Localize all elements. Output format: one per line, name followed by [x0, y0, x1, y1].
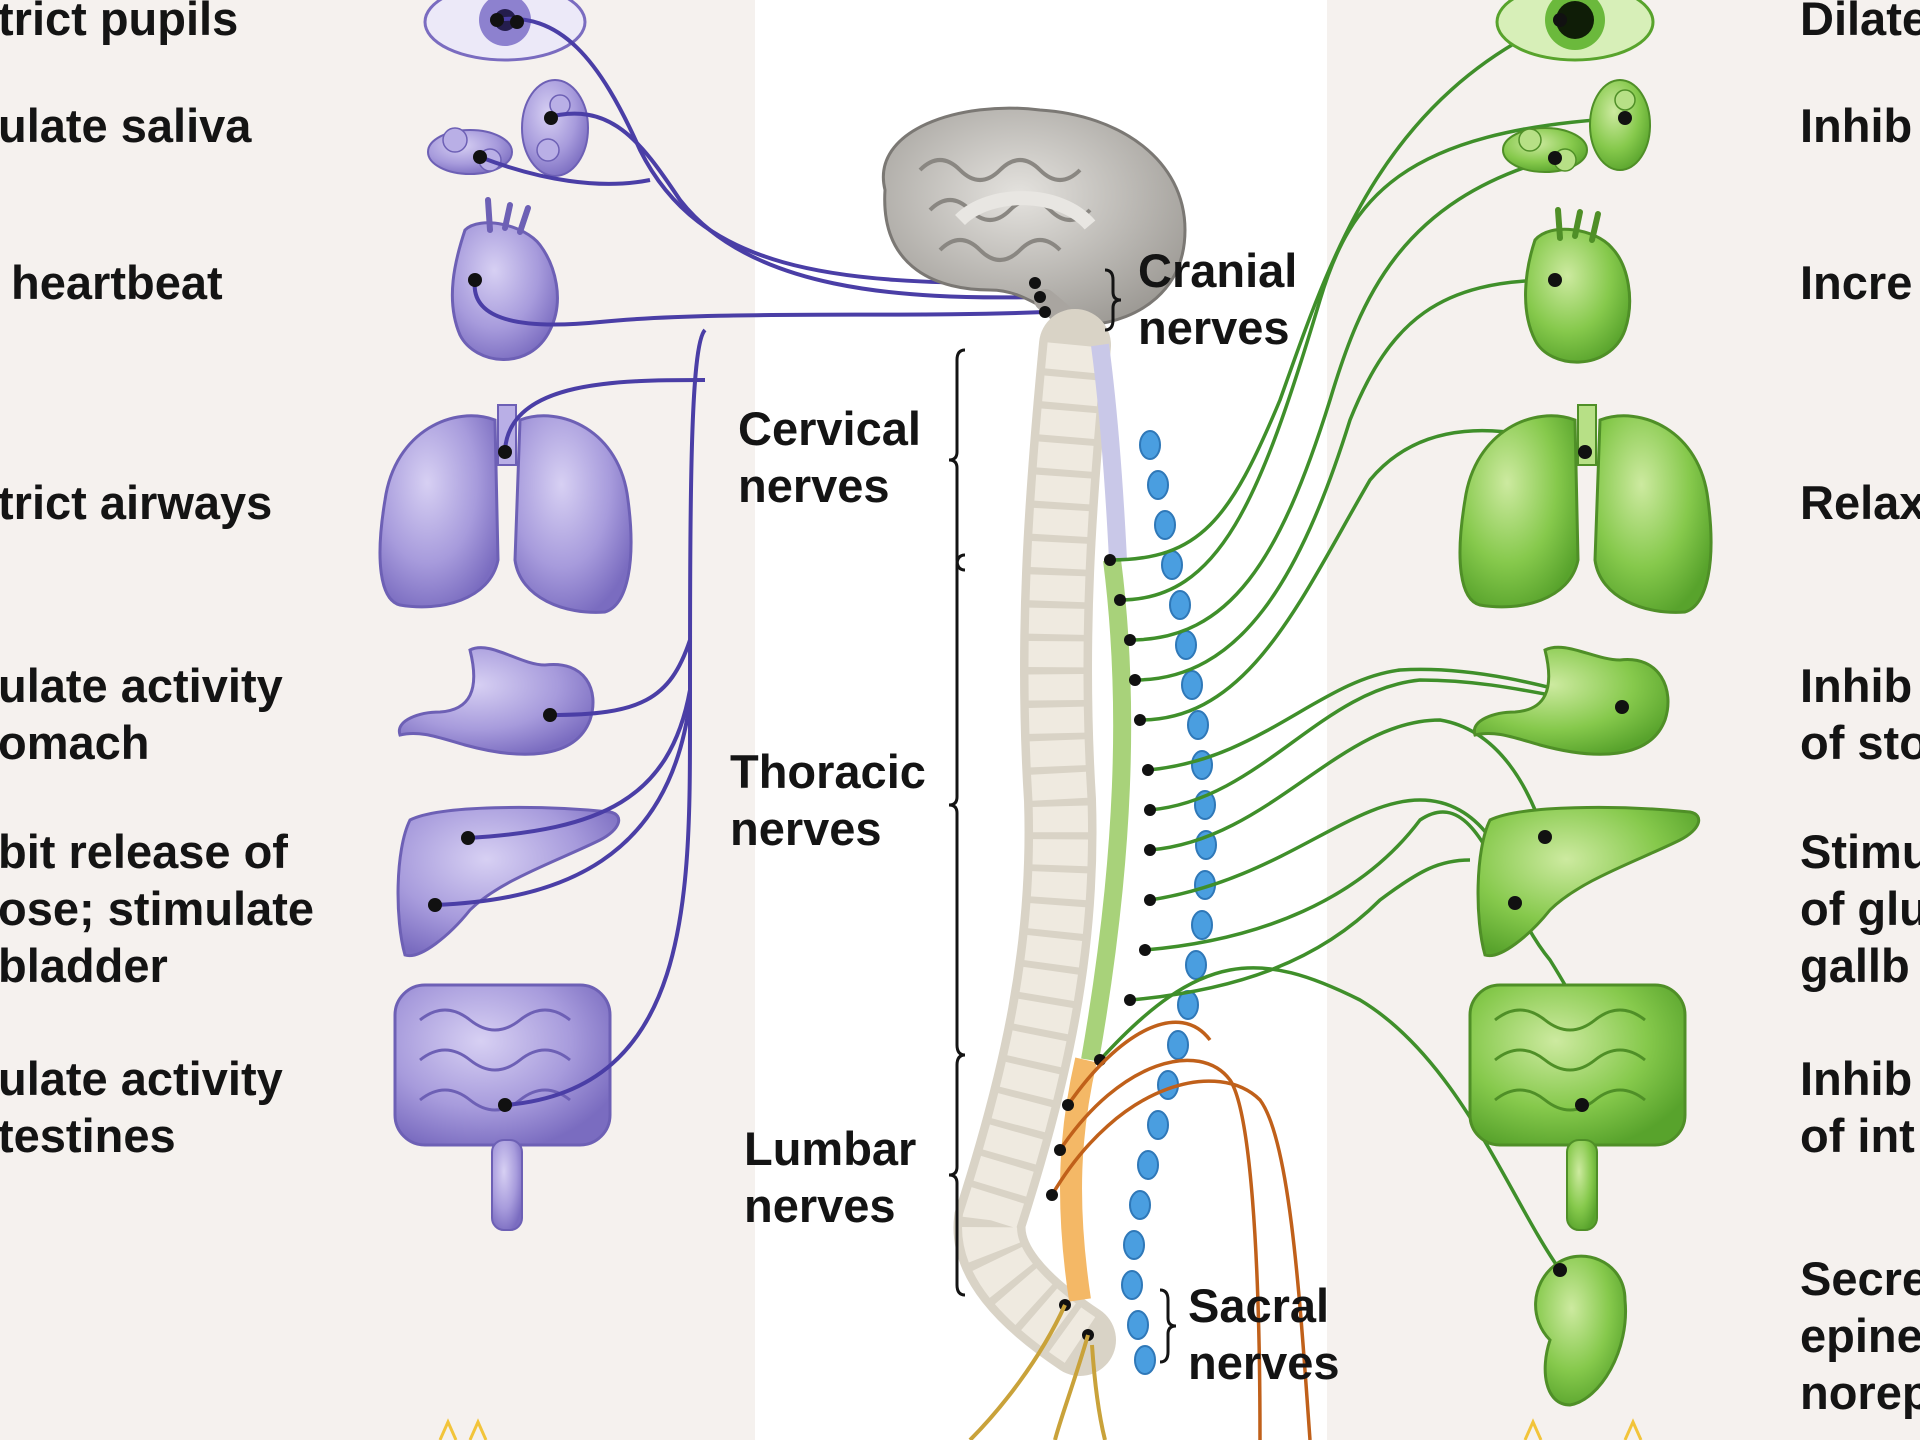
cranial-nerves-label: Cranial nerves — [1138, 242, 1297, 356]
right-adrenal-gland-icon — [1536, 1256, 1626, 1405]
left-effect-liver: bit release of ose; stimulate bladder — [0, 823, 314, 994]
left-effect-airways: trict airways — [0, 474, 272, 531]
right-stomach-icon — [1474, 647, 1668, 754]
bottom-partial-shapes — [440, 1422, 1641, 1440]
left-liver-icon — [398, 807, 619, 955]
thoracic-nerves-label: Thoracic nerves — [730, 743, 926, 857]
right-effect-saliva: Inhib — [1800, 97, 1912, 154]
left-stomach-icon — [399, 648, 593, 755]
sympathetic-chain-ganglia — [1122, 431, 1216, 1374]
right-effect-airways: Relax — [1800, 474, 1920, 531]
left-eye-icon — [425, 0, 585, 60]
right-effect-adrenal: Secre epine norep — [1800, 1250, 1920, 1421]
right-salivary-gland-icon — [1503, 80, 1650, 172]
right-lungs-icon — [1460, 405, 1711, 612]
left-effect-saliva: ulate saliva — [0, 97, 251, 154]
right-effect-heartbeat: Incre — [1800, 254, 1912, 311]
right-effect-intestines: Inhib of int — [1800, 1050, 1915, 1164]
left-effect-pupils: trict pupils — [0, 0, 238, 47]
left-effect-heartbeat: heartbeat — [0, 254, 223, 311]
left-effect-intestines: ulate activity testines — [0, 1050, 283, 1164]
right-heart-icon — [1526, 210, 1630, 362]
left-effect-stomach: ulate activity omach — [0, 657, 283, 771]
left-salivary-gland-icon — [428, 80, 588, 176]
right-effect-pupils: Dilate — [1800, 0, 1920, 47]
right-eye-icon — [1497, 0, 1653, 60]
right-liver-icon — [1478, 807, 1699, 955]
sacral-nerves-label: Sacral nerves — [1188, 1277, 1340, 1391]
lumbar-nerves-label: Lumbar nerves — [744, 1120, 916, 1234]
left-lungs-icon — [380, 405, 631, 612]
cervical-nerves-label: Cervical nerves — [738, 400, 921, 514]
right-effect-liver: Stimu of glu gallb — [1800, 823, 1920, 994]
right-effect-stomach: Inhib of sto — [1800, 657, 1920, 771]
